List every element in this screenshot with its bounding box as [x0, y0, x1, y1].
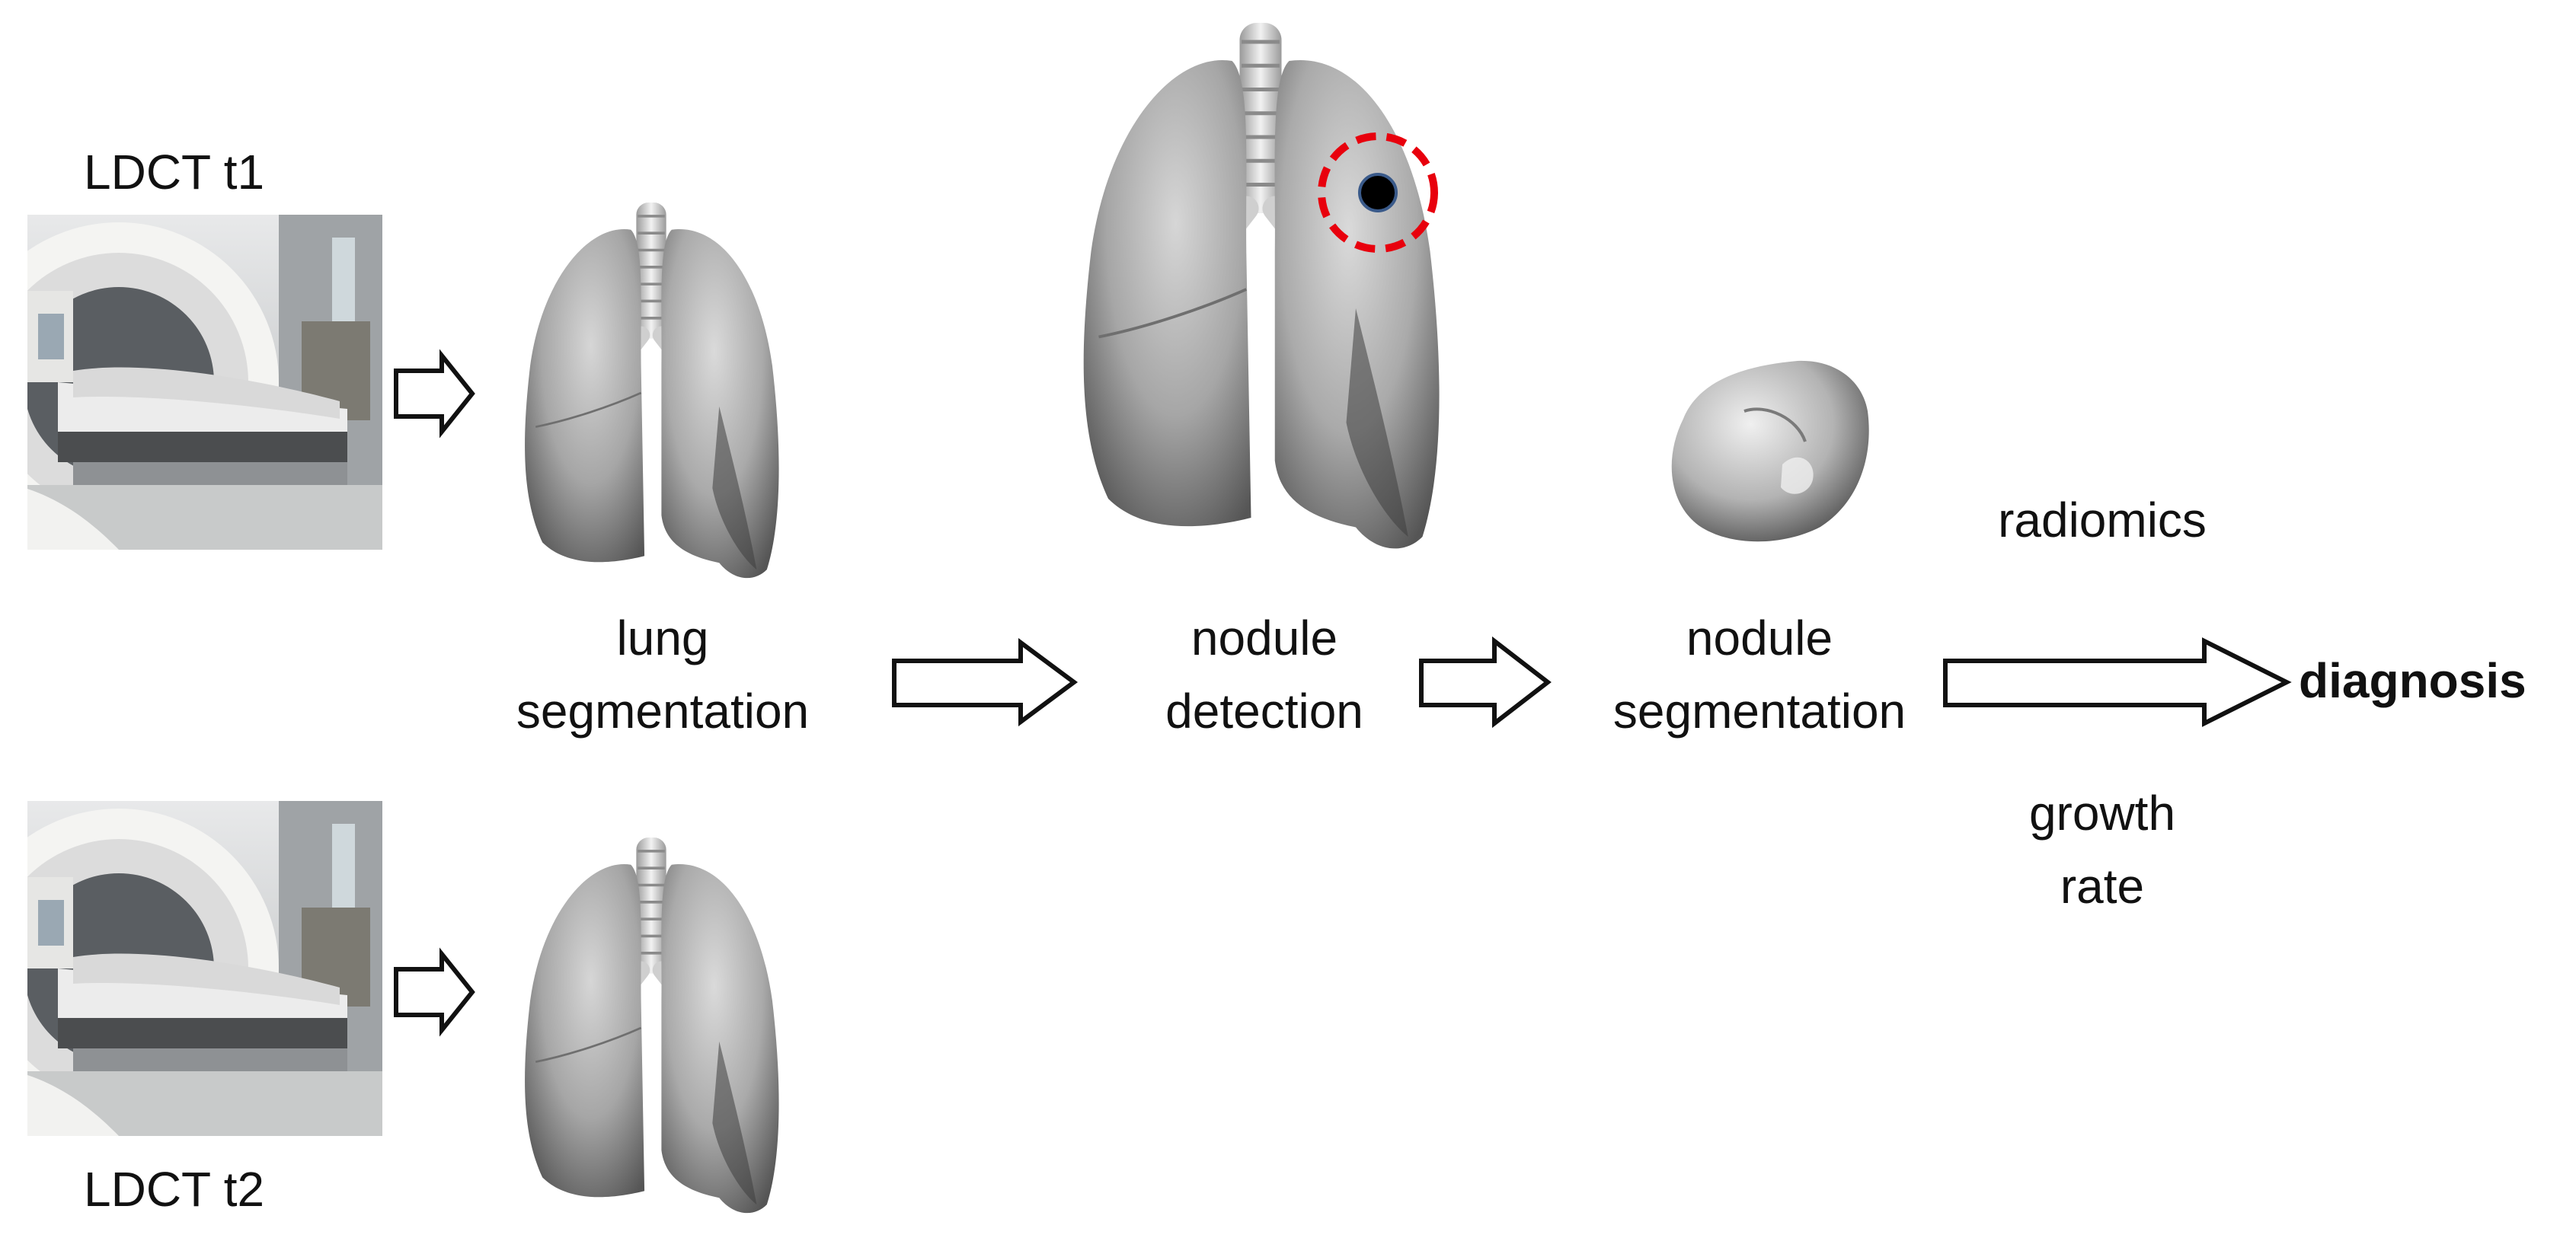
diagnosis-label: diagnosis: [2299, 653, 2526, 708]
nodule-segmentation-line1: nodule: [1686, 611, 1833, 665]
growth-rate-label: growth rate: [1950, 777, 2255, 923]
ct-scanner-photo-icon: [27, 801, 382, 1136]
lung-segmentation-line2: segmentation: [516, 684, 810, 739]
nodule-segmentation-line2: segmentation: [1612, 684, 1906, 739]
lung-render-icon: [487, 203, 815, 583]
nodule-detection-line1: nodule: [1191, 611, 1338, 665]
growth-rate-line1: growth: [2028, 786, 2176, 841]
detected-nodule-marker: [1318, 132, 1438, 253]
hollow-right-arrow-icon: [390, 346, 478, 442]
growth-rate-line2: rate: [2060, 859, 2145, 914]
hollow-right-arrow-icon: [892, 638, 1079, 726]
ct-scanner-photo-icon: [27, 215, 382, 550]
nodule-render-icon: [1671, 360, 1869, 542]
radiomics-label: radiomics: [1998, 493, 2207, 547]
hollow-right-arrow-icon: [1419, 637, 1552, 728]
hollow-right-arrow-icon: [390, 944, 478, 1040]
scan-t2-label: LDCT t2: [84, 1162, 265, 1217]
nodule-detection-line2: detection: [1165, 684, 1363, 739]
lung-segmentation-label: lung segmentation: [472, 601, 853, 748]
lung-render-icon: [487, 838, 815, 1218]
nodule-segmentation-label: nodule segmentation: [1546, 601, 1973, 748]
lung-render-icon: [1013, 23, 1508, 556]
nodule-detection-label: nodule detection: [1104, 601, 1424, 748]
hollow-right-arrow-icon: [1943, 637, 2292, 727]
lung-segmentation-line1: lung: [616, 611, 709, 665]
scan-t1-label: LDCT t1: [84, 145, 265, 199]
